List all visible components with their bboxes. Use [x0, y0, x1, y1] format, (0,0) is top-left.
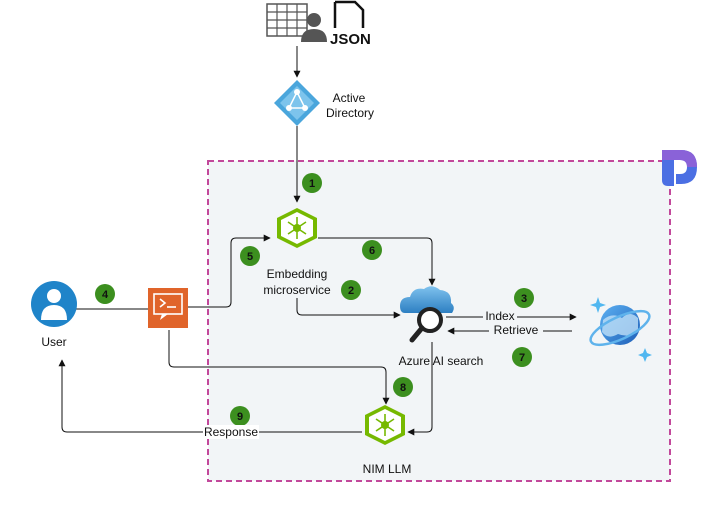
connectors [58, 46, 577, 436]
svg-text:5: 5 [247, 251, 253, 263]
arrow-terminal-to-embedding [183, 234, 271, 308]
user-icon [31, 281, 77, 327]
azure-search-icon [400, 286, 454, 343]
step-badge-2: 2 [341, 280, 361, 300]
step-badge-5: 5 [240, 246, 260, 266]
index-label: Index [485, 309, 514, 323]
step-badge-7: 7 [512, 347, 532, 367]
arrow-embedding-down-to-search [296, 298, 401, 319]
arrow-search-to-llm [407, 342, 433, 436]
step-badge-9: 9 [230, 406, 250, 426]
cosmos-db-icon [589, 297, 652, 362]
step-badges: 1 2 3 4 5 6 7 8 9 [95, 173, 534, 426]
json-file-icon: JSON [330, 0, 371, 48]
person-icon [301, 13, 327, 42]
step-badge-4: 4 [95, 284, 115, 304]
embedding-label-line1: Embedding [267, 267, 328, 281]
svg-text:1: 1 [309, 178, 315, 190]
svg-text:4: 4 [102, 289, 109, 301]
step-badge-8: 8 [393, 377, 413, 397]
nvidia-nim-icon [277, 208, 317, 248]
json-label: JSON [330, 31, 371, 48]
svg-text:7: 7 [519, 352, 525, 364]
spreadsheet-icon [266, 3, 308, 37]
arrow-llm-response-to-user [58, 359, 362, 433]
nim-llm-icon [365, 405, 405, 445]
retrieve-label: Retrieve [494, 323, 539, 337]
terminal-icon [148, 288, 188, 328]
user-label: User [41, 335, 66, 349]
embedding-label-line2: microservice [263, 283, 331, 297]
arrow-embedding-to-search [318, 237, 436, 286]
step-badge-3: 3 [514, 288, 534, 308]
step-badge-1: 1 [302, 173, 322, 193]
svg-text:3: 3 [521, 293, 527, 305]
active-directory-icon [274, 80, 320, 126]
svg-text:6: 6 [369, 245, 375, 257]
svg-text:9: 9 [237, 411, 243, 423]
response-label: Response [204, 425, 258, 439]
nim-llm-label: NIM LLM [363, 462, 412, 476]
ad-label-line1: Active [333, 91, 366, 105]
arrow-terminal-to-llm [168, 330, 390, 405]
azure-search-label: Azure AI search [399, 354, 484, 368]
ad-label-line2: Directory [326, 106, 374, 120]
step-badge-6: 6 [362, 240, 382, 260]
svg-text:2: 2 [348, 285, 354, 297]
purview-icon [662, 150, 697, 186]
svg-text:8: 8 [400, 382, 406, 394]
